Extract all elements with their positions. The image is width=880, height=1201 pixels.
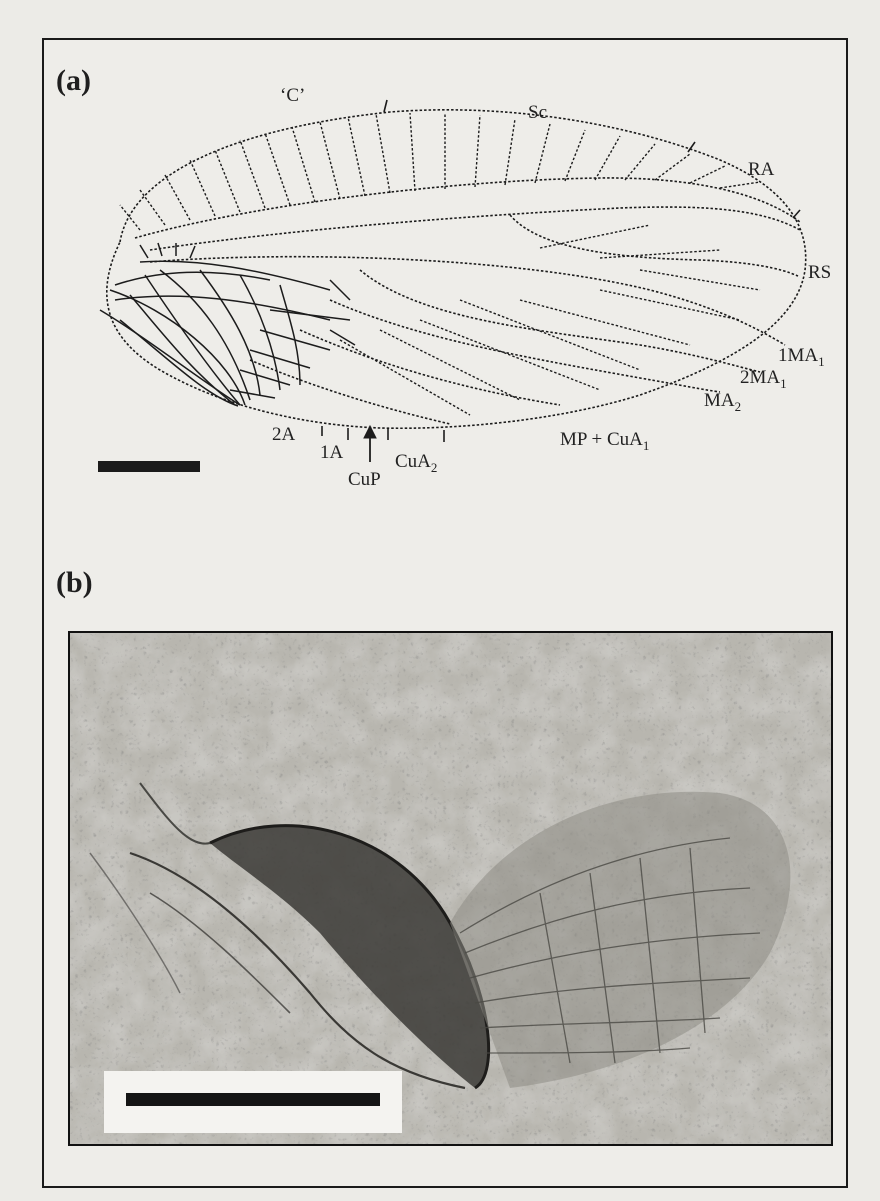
m-vein-3 (330, 300, 720, 392)
rs-vein (510, 215, 798, 276)
scale-bar-b-background (104, 1071, 402, 1133)
label-sc: Sc (528, 103, 547, 122)
label-cup: CuP (348, 470, 381, 489)
fossil-photograph (68, 631, 833, 1146)
label-2a: 2A (272, 425, 295, 444)
wing-outline (107, 110, 806, 428)
sc-vein (135, 178, 800, 238)
label-2ma1: 2MA1 (740, 368, 787, 390)
scale-bar-a (98, 461, 200, 472)
label-cua2: CuA2 (395, 452, 437, 474)
fossil-image (70, 633, 833, 1146)
panel-b-label: (b) (56, 566, 93, 600)
label-1ma1: 1MA1 (778, 346, 825, 368)
label-1a: 1A (320, 443, 343, 462)
label-costa: ‘C’ (280, 86, 305, 105)
label-ra: RA (748, 160, 774, 179)
wing-venation-drawing (0, 0, 880, 520)
label-mp-cua1: MP + CuA1 (560, 430, 649, 452)
label-rs: RS (808, 263, 831, 282)
ra-vein (150, 207, 800, 250)
label-ma2: MA2 (704, 391, 741, 413)
m-vein-5 (250, 360, 450, 424)
scale-bar-b (126, 1093, 380, 1106)
m-vein-2 (360, 270, 760, 372)
anal-vein-1 (100, 310, 240, 405)
